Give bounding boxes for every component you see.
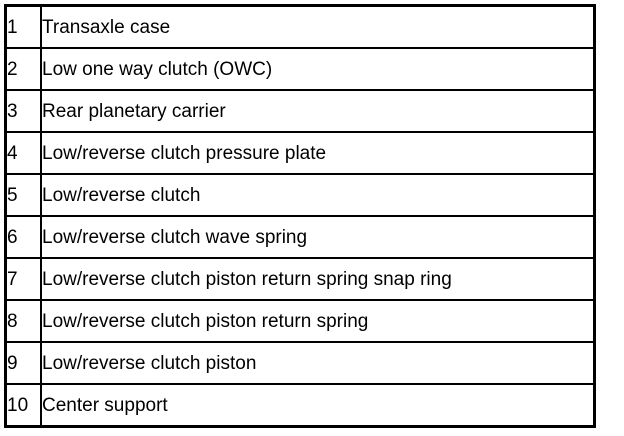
row-number-cell: 1 [4,4,42,49]
row-number-cell: 7 [4,257,42,301]
row-number-cell: 8 [4,299,42,343]
table-row: 1 Transaxle case [4,4,596,49]
row-number-cell: 9 [4,341,42,385]
table-row: 10 Center support [4,383,596,428]
table-row: 5 Low/reverse clutch [4,173,596,217]
row-number-cell: 3 [4,89,42,133]
table-row: 6 Low/reverse clutch wave spring [4,215,596,259]
row-part-name-cell: Low/reverse clutch pressure plate [40,131,596,175]
table-row: 4 Low/reverse clutch pressure plate [4,131,596,175]
table-row: 8 Low/reverse clutch piston return sprin… [4,299,596,343]
table-row: 2 Low one way clutch (OWC) [4,47,596,91]
row-part-name-cell: Low/reverse clutch [40,173,596,217]
row-part-name-cell: Low/reverse clutch wave spring [40,215,596,259]
parts-table-body: 1 Transaxle case 2 Low one way clutch (O… [4,4,596,428]
row-part-name-cell: Center support [40,383,596,428]
row-part-name-cell: Transaxle case [40,4,596,49]
table-row: 7 Low/reverse clutch piston return sprin… [4,257,596,301]
row-number-cell: 2 [4,47,42,91]
table-row: 9 Low/reverse clutch piston [4,341,596,385]
parts-legend-table: 1 Transaxle case 2 Low one way clutch (O… [4,4,596,428]
row-part-name-cell: Low/reverse clutch piston [40,341,596,385]
row-part-name-cell: Low/reverse clutch piston return spring … [40,257,596,301]
row-number-cell: 6 [4,215,42,259]
row-part-name-cell: Low/reverse clutch piston return spring [40,299,596,343]
table-row: 3 Rear planetary carrier [4,89,596,133]
row-number-cell: 5 [4,173,42,217]
row-part-name-cell: Low one way clutch (OWC) [40,47,596,91]
row-number-cell: 10 [4,383,42,428]
row-number-cell: 4 [4,131,42,175]
row-part-name-cell: Rear planetary carrier [40,89,596,133]
